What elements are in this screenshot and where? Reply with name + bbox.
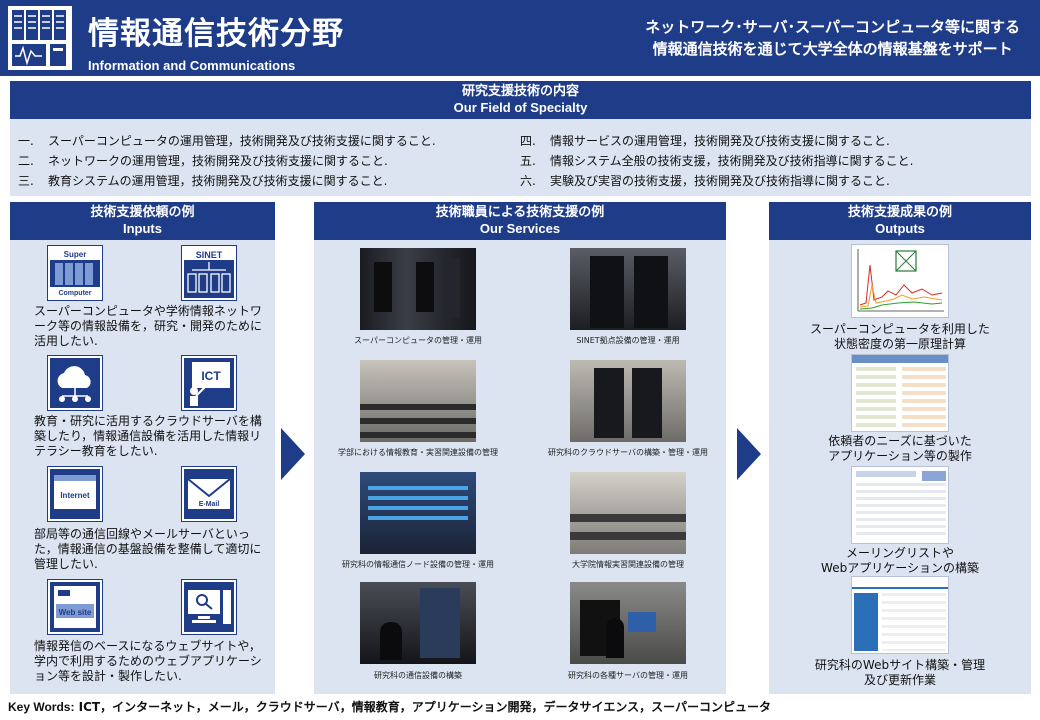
specialty-header: 研究支援技術の内容 Our Field of Specialty xyxy=(10,81,1031,119)
list-item: 五. 情報システム全般の技術支援，技術開発及び技術指導に関すること. xyxy=(520,151,913,171)
keywords-text: ICT，インターネット，メール，クラウドサーバ，情報教育，アプリケーション開発，… xyxy=(78,700,772,714)
flow-arrow-icon xyxy=(281,428,305,480)
graduate-lab-photo xyxy=(570,472,686,554)
output-caption-line: 及び更新作業 xyxy=(863,673,936,687)
internet-icon: Internet xyxy=(48,467,102,521)
list-item: 二. ネットワークの運用管理，技術開発及び技術支援に関すること. xyxy=(18,151,436,171)
specialty-list-left: 一. スーパーコンピュータの運用管理，技術開発及び技術支援に関すること. 二. ネッ… xyxy=(18,131,436,191)
service-caption: スーパーコンピュータの管理・運用 xyxy=(354,336,482,345)
tagline-line-1: ネットワーク･サーバ･スーパーコンピュータ等に関する xyxy=(645,18,1020,36)
application-screenshot-image xyxy=(851,354,949,432)
sinet-equipment-photo xyxy=(570,248,686,330)
specialty-title-en: Our Field of Specialty xyxy=(453,100,588,115)
network-node-photo xyxy=(360,472,476,554)
service-caption: 研究科の各種サーバの管理・運用 xyxy=(568,671,688,680)
output-caption-line: 依頼者のニーズに基づいた xyxy=(828,434,972,448)
service-caption: SINET拠点設備の管理・運用 xyxy=(576,336,680,345)
output-caption: スーパーコンピュータを利用した 状態密度の第一原理計算 xyxy=(769,322,1031,352)
supercomputer-top-label: Super xyxy=(64,250,87,259)
outputs-header: 技術支援成果の例 Outputs xyxy=(769,202,1031,240)
server-admin-photo xyxy=(570,582,686,664)
list-number: 二. xyxy=(18,154,34,168)
input-text-1: スーパーコンピュータや学術情報ネットワーク等の情報設備を，研究・開発のために活用… xyxy=(34,304,263,348)
supercomputer-photo xyxy=(360,248,476,330)
services-title-en: Our Services xyxy=(479,221,561,236)
service-caption: 研究科のクラウドサーバの構築・管理・運用 xyxy=(548,448,708,457)
services-panel: 技術職員による技術支援の例 Our Services スーパーコンピュータの管理… xyxy=(314,202,726,694)
list-item: 一. スーパーコンピュータの運用管理，技術開発及び技術支援に関すること. xyxy=(18,131,436,151)
ict-label: ICT xyxy=(201,369,221,383)
classroom-photo xyxy=(360,360,476,442)
website-screenshot-image xyxy=(851,576,949,654)
dos-plot-image xyxy=(851,244,949,318)
inputs-title-en: Inputs xyxy=(123,221,162,236)
tagline: ネットワーク･サーバ･スーパーコンピュータ等に関する 情報通信技術を通じて大学全… xyxy=(645,16,1020,60)
service-caption: 学部における情報教育・実習関連設備の管理 xyxy=(338,448,498,457)
cloud-icon xyxy=(48,356,102,410)
output-caption: 研究科のWebサイト構築・管理 及び更新作業 xyxy=(769,658,1031,688)
inputs-header: 技術支援依頼の例 Inputs xyxy=(10,202,275,240)
ict-teacher-icon: ICT xyxy=(182,356,236,410)
specialty-list-right: 四. 情報サービスの運用管理，技術開発及び技術支援に関すること. 五. 情報システム… xyxy=(520,131,913,191)
output-caption: メーリングリストや Webアプリケーションの構築 xyxy=(769,546,1031,576)
sinet-icon: SINET xyxy=(182,246,236,300)
sinet-label: SINET xyxy=(196,250,223,260)
mailing-list-screenshot-image xyxy=(851,466,949,544)
email-label: E-Mail xyxy=(199,501,220,508)
keywords: Key Words: ICT，インターネット，メール，クラウドサーバ，情報教育，… xyxy=(8,698,771,715)
specialty-title-jp: 研究支援技術の内容 xyxy=(461,84,579,99)
service-caption: 研究科の情報通信ノード設備の管理・運用 xyxy=(342,560,494,569)
flow-arrow-icon xyxy=(737,428,761,480)
services-header: 技術職員による技術支援の例 Our Services xyxy=(314,202,726,240)
website-label: Web site xyxy=(59,608,92,617)
list-number: 五. xyxy=(520,154,536,168)
output-caption-line: アプリケーション等の製作 xyxy=(828,449,972,463)
list-text: スーパーコンピュータの運用管理，技術開発及び技術支援に関すること. xyxy=(48,134,436,148)
page-title: 情報通信技術分野 xyxy=(88,16,344,52)
services-title-jp: 技術職員による技術支援の例 xyxy=(435,205,605,220)
output-caption-line: 状態密度の第一原理計算 xyxy=(833,337,966,351)
cloud-server-rack-photo xyxy=(570,360,686,442)
output-caption-line: メーリングリストや xyxy=(845,546,954,560)
output-caption-line: Webアプリケーションの構築 xyxy=(821,561,979,575)
server-logo-icon xyxy=(6,4,74,72)
list-item: 三. 教育システムの運用管理，技術開発及び技術支援に関すること. xyxy=(18,171,436,191)
list-item: 四. 情報サービスの運用管理，技術開発及び技術支援に関すること. xyxy=(520,131,913,151)
list-text: 情報システム全般の技術支援，技術開発及び技術指導に関すること. xyxy=(550,154,914,168)
list-item: 六. 実験及び実習の技術支援，技術開発及び技術指導に関すること. xyxy=(520,171,913,191)
list-text: 教育システムの運用管理，技術開発及び技術支援に関すること. xyxy=(48,174,388,188)
outputs-title-en: Outputs xyxy=(875,221,925,236)
input-text-3: 部局等の通信回線やメールサーバといった，情報通信の基盤設備を整備して適切に管理し… xyxy=(34,527,262,571)
specialty-section: 研究支援技術の内容 Our Field of Specialty 一. スーパーコ… xyxy=(10,81,1031,196)
list-number: 四. xyxy=(520,134,536,148)
website-icon: Web site xyxy=(48,580,102,634)
header-banner: 情報通信技術分野 Information and Communications … xyxy=(0,0,1040,76)
list-number: 三. xyxy=(18,174,34,188)
outputs-panel: 技術支援成果の例 Outputs スーパーコンピュータを利用した 状態密度の第一… xyxy=(769,202,1031,694)
internet-label: Internet xyxy=(60,491,90,500)
list-text: ネットワークの運用管理，技術開発及び技術支援に関すること. xyxy=(48,154,388,168)
list-number: 一. xyxy=(18,134,34,148)
list-text: 実験及び実習の技術支援，技術開発及び技術指導に関すること. xyxy=(550,174,890,188)
service-caption: 大学院情報実習関連設備の管理 xyxy=(572,560,684,569)
inputs-title-jp: 技術支援依頼の例 xyxy=(90,205,195,220)
network-construction-photo xyxy=(360,582,476,664)
output-caption: 依頼者のニーズに基づいた アプリケーション等の製作 xyxy=(769,434,1031,464)
service-caption: 研究科の通信設備の構築 xyxy=(374,671,462,680)
output-caption-line: 研究科のWebサイト構築・管理 xyxy=(814,658,986,672)
outputs-title-jp: 技術支援成果の例 xyxy=(847,205,952,220)
page-subtitle: Information and Communications xyxy=(88,58,296,73)
tagline-line-2: 情報通信技術を通じて大学全体の情報基盤をサポート xyxy=(652,40,1013,58)
input-text-4: 情報発信のベースになるウェブサイトや，学内で利用するためのウェブアプリケーション… xyxy=(34,639,262,683)
supercomputer-bottom-label: Computer xyxy=(58,290,91,297)
input-text-2: 教育・研究に活用するクラウドサーバを構築したり，情報通信設備を活用した情報リテラ… xyxy=(34,414,262,458)
monitor-icon xyxy=(182,580,236,634)
output-caption-line: スーパーコンピュータを利用した xyxy=(810,322,990,336)
list-number: 六. xyxy=(520,174,536,188)
inputs-panel: 技術支援依頼の例 Inputs Super Computer SINET スーパ… xyxy=(10,202,275,694)
list-text: 情報サービスの運用管理，技術開発及び技術支援に関すること. xyxy=(550,134,890,148)
supercomputer-icon: Super Computer xyxy=(48,246,102,300)
email-icon: E-Mail xyxy=(182,467,236,521)
keywords-label: Key Words: xyxy=(8,700,75,714)
